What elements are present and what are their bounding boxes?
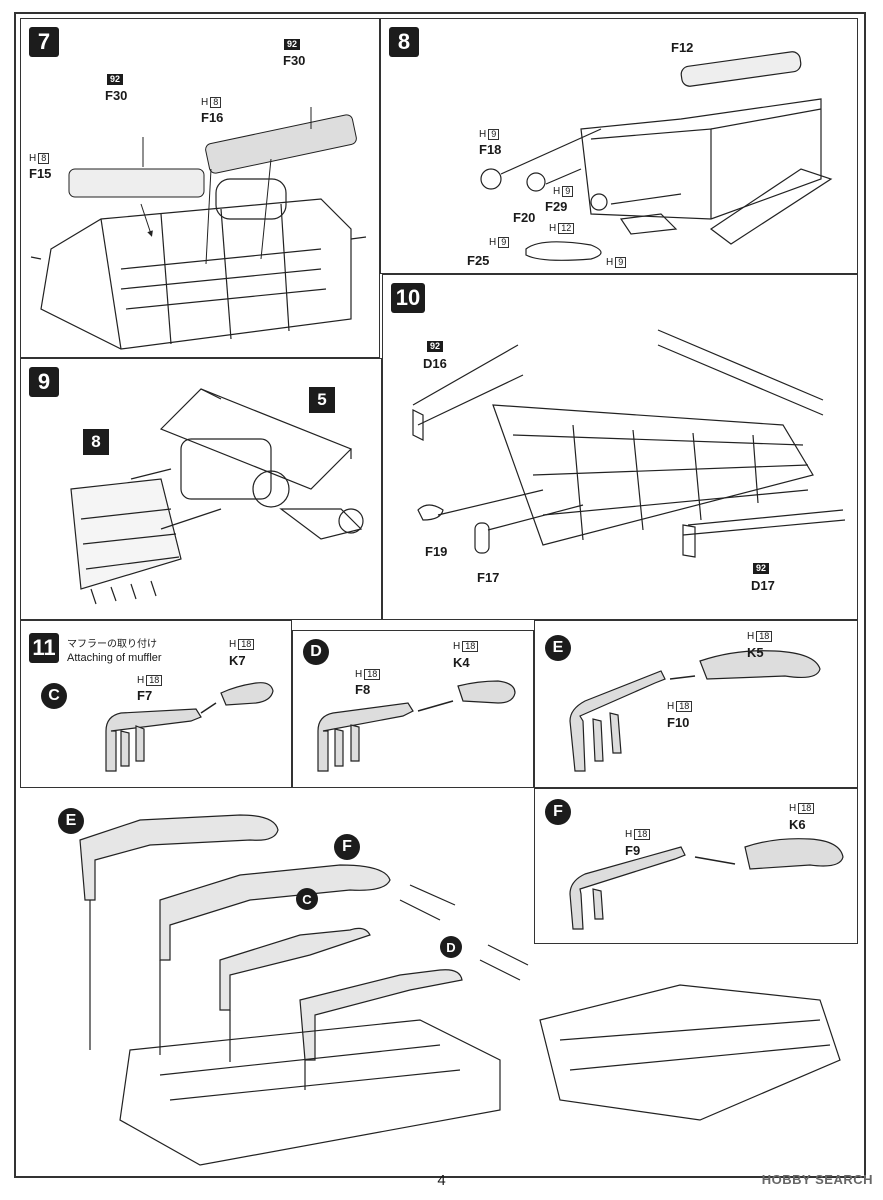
instruction-sheet — [14, 12, 866, 1178]
tag-92: 92 — [107, 74, 124, 85]
part-label-k6: K6 — [789, 817, 806, 832]
part-label-k5: K5 — [747, 645, 764, 660]
part-label-k4: K4 — [453, 655, 470, 670]
muffler-illustration — [105, 682, 274, 772]
step-title-en: Attaching of muffler — [67, 652, 162, 664]
tag-92: 92 — [284, 39, 301, 50]
engine-frame-illustration — [70, 388, 364, 605]
sub-assembly-d: D — [303, 639, 329, 665]
part-label-f9: F9 — [625, 843, 641, 858]
muffler-illustration — [569, 838, 844, 930]
sub-assembly-f: F — [545, 799, 571, 825]
part-label-f12: F12 — [671, 40, 694, 55]
part-label-f7: F7 — [137, 688, 153, 703]
step-number: 11 — [29, 633, 59, 663]
part-label-f18: F18 — [479, 142, 502, 157]
chassis-illustration — [412, 329, 846, 558]
part-label-d16: D16 — [423, 356, 447, 371]
page-number: 4 — [437, 1172, 446, 1189]
step-ref-8: 8 — [83, 429, 109, 455]
part-label-f30: F30 — [283, 53, 306, 68]
tag-92: 92 — [753, 563, 770, 574]
sub-assembly-e-marker: E — [58, 808, 84, 834]
step-number: 8 — [389, 27, 419, 57]
sub-assembly-c-marker: C — [296, 888, 318, 910]
part-label-k7: K7 — [229, 653, 246, 668]
muffler-illustration — [317, 680, 516, 772]
watermark-brand: HOBBY SEARCH — [761, 1172, 873, 1187]
step-number: 7 — [29, 27, 59, 57]
part-label-f19: F19 — [425, 544, 448, 559]
step-number: 10 — [391, 283, 425, 313]
part-label-f29: F29 — [545, 199, 568, 214]
sub-assembly-c: C — [41, 683, 67, 709]
part-label-f20: F20 — [513, 210, 536, 225]
step-number: 9 — [29, 367, 59, 397]
sub-assembly-e: E — [545, 635, 571, 661]
step-9-panel: 9 8 5 — [20, 358, 382, 620]
step-10-panel: 10 92 D16 F19 F17 92 D17 — [382, 274, 858, 620]
engine-illustration — [480, 51, 833, 261]
engine-illustration — [30, 107, 367, 350]
part-label-f30: F30 — [105, 88, 128, 103]
tag-92: 92 — [427, 341, 444, 352]
step-ref-5: 5 — [309, 387, 335, 413]
sub-assembly-d-marker: D — [440, 936, 462, 958]
part-label-f10: F10 — [667, 715, 690, 730]
part-label-f15: F15 — [29, 166, 52, 181]
step-title-jp: マフラーの取り付け — [67, 639, 157, 650]
part-label-d17: D17 — [751, 578, 775, 593]
part-label-f16: F16 — [201, 110, 224, 125]
muffler-illustration — [569, 650, 821, 772]
part-label-f25: F25 — [467, 253, 490, 268]
part-label-f17: F17 — [477, 570, 500, 585]
sub-assembly-f-marker: F — [334, 834, 360, 860]
part-label-f8: F8 — [355, 682, 371, 697]
